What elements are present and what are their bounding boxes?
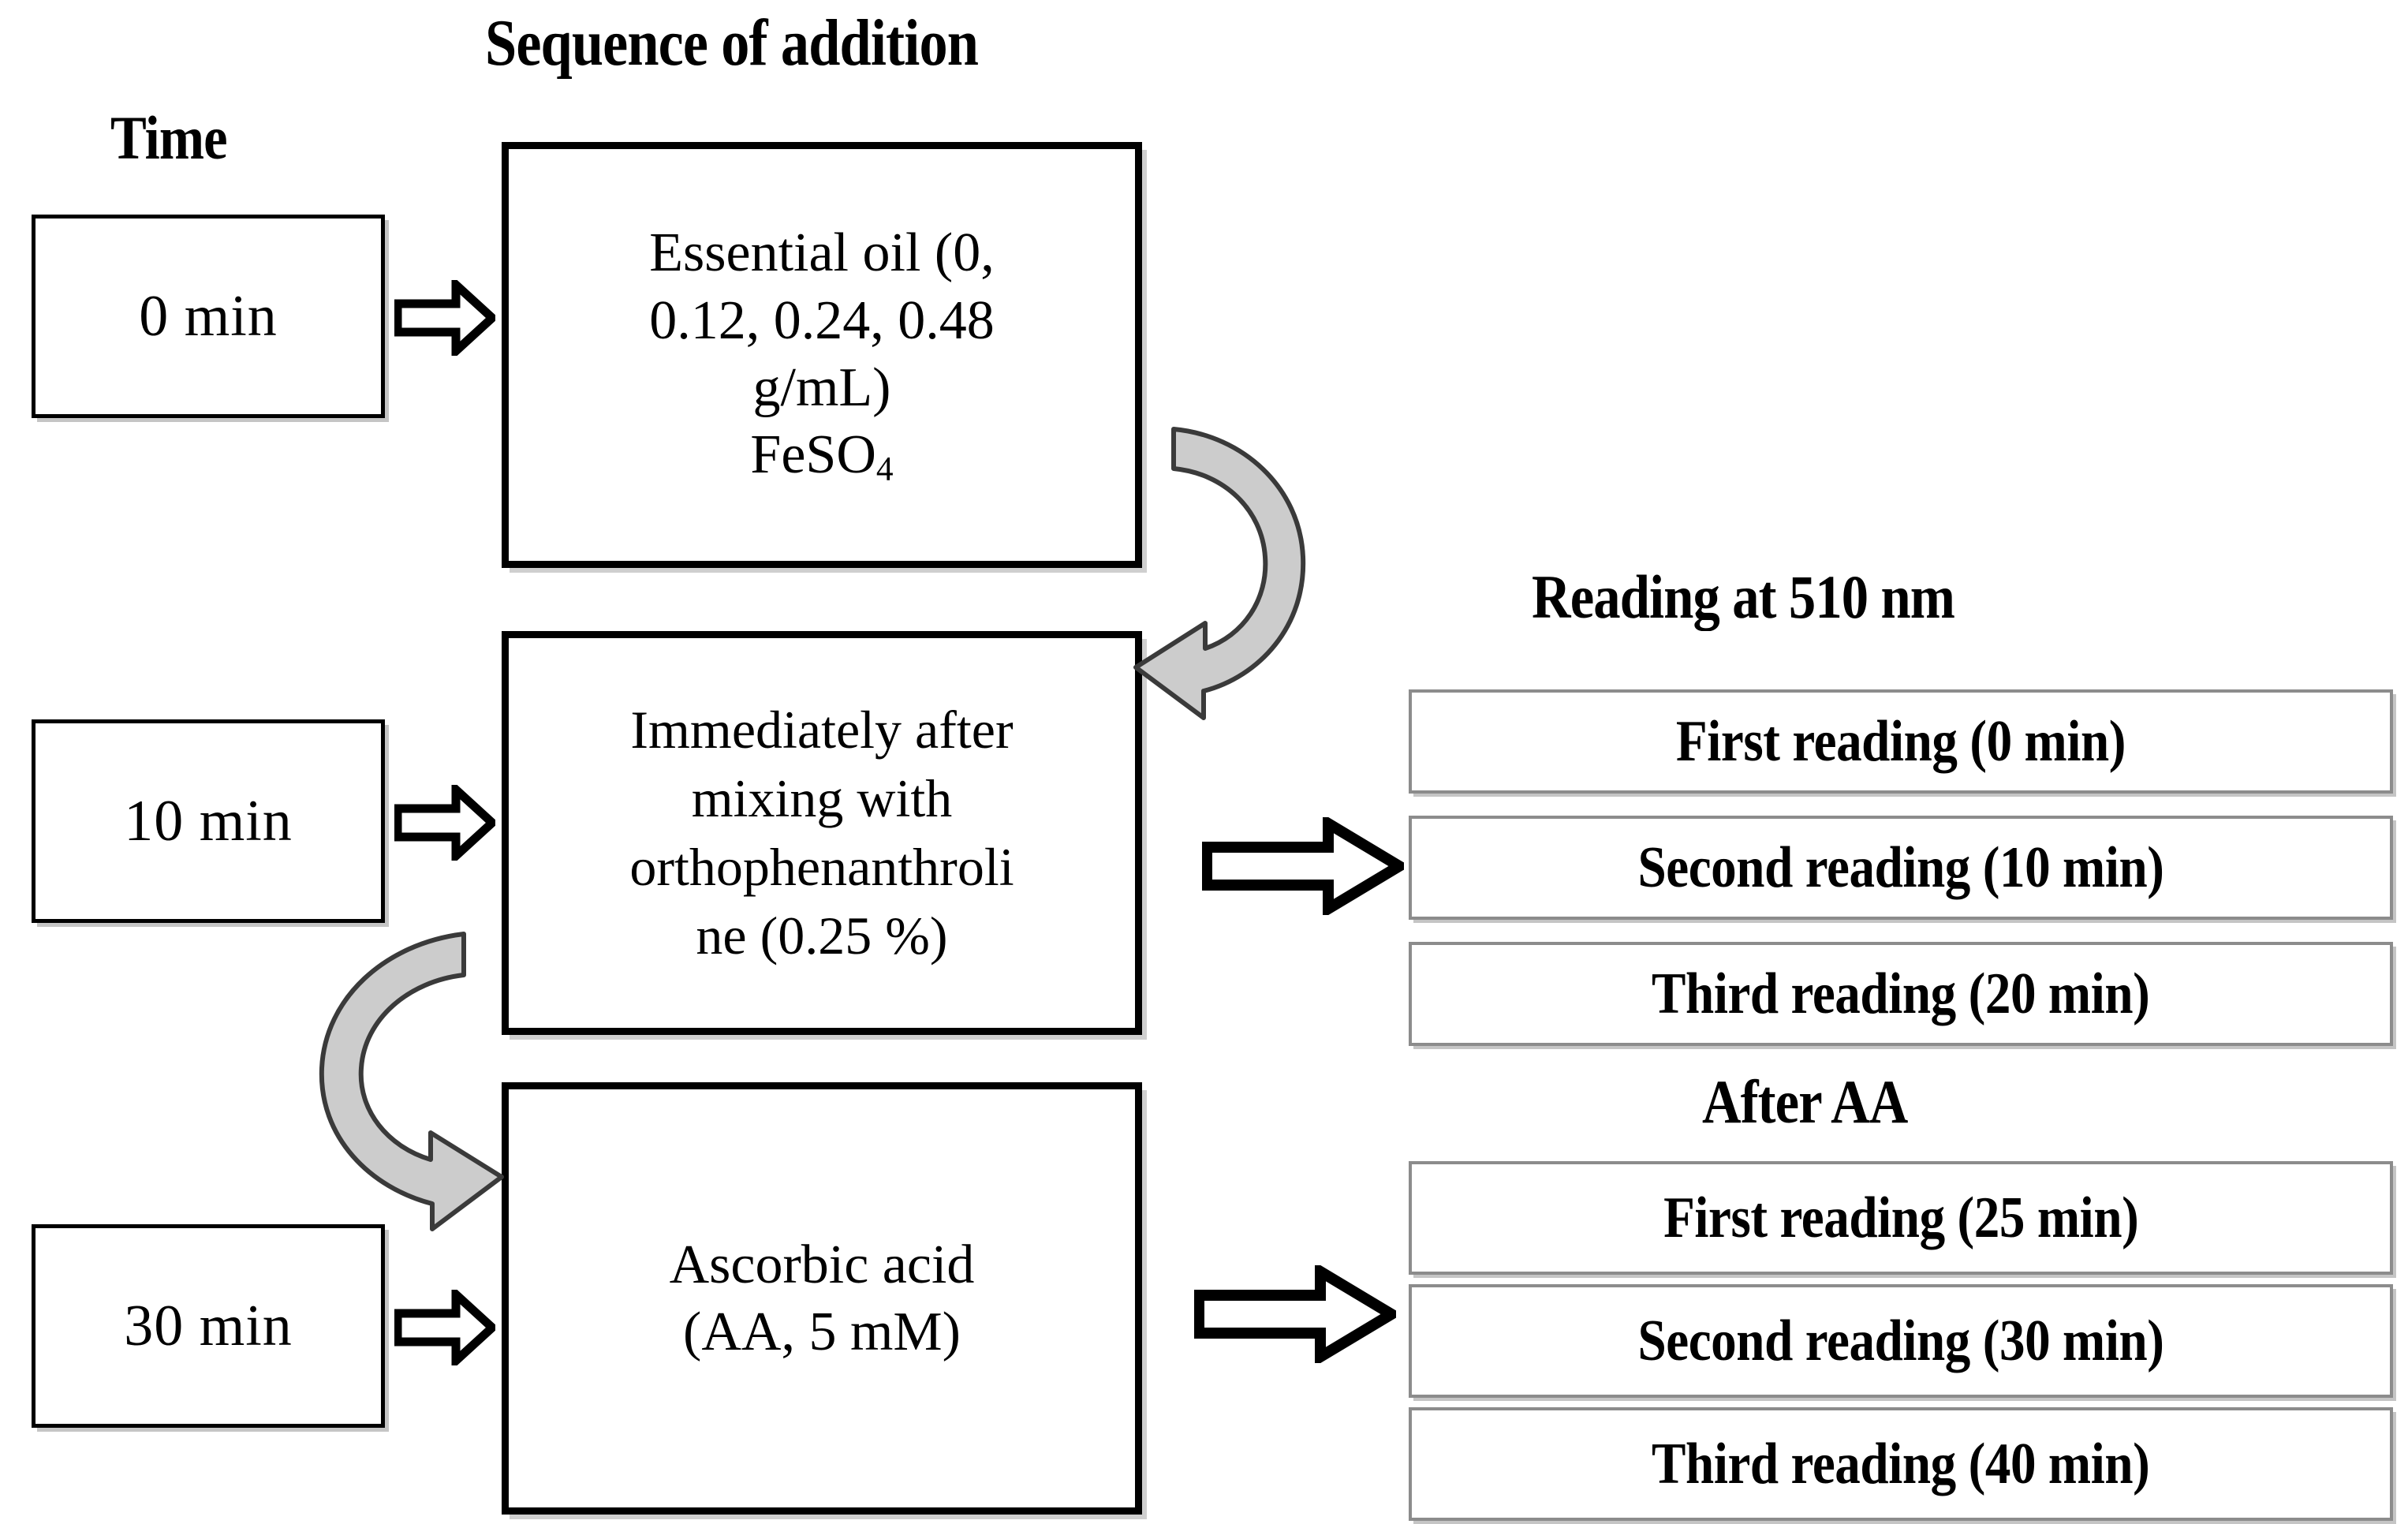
reading-label: Second reading (30 min) (1637, 1309, 2164, 1373)
right-arrow-icon (1201, 813, 1410, 919)
process-box-text: Immediately after mixing with orthophena… (629, 696, 1014, 970)
reading-label: Second reading (10 min) (1637, 835, 2164, 900)
time-column-label: Time (110, 103, 228, 172)
time-box-label: 10 min (124, 789, 293, 854)
reading-box-second-10min: Second reading (10 min) (1409, 816, 2393, 920)
after-aa-heading: After AA (1702, 1067, 1908, 1136)
formula-subscript: 4 (875, 450, 894, 488)
process-box-essential-oil: Essential oil (0, 0.12, 0.24, 0.48 g/mL)… (502, 142, 1142, 568)
reading-label: Third reading (20 min) (1652, 962, 2150, 1026)
process-line: mixing with (691, 768, 953, 828)
process-line: ne (0.25 %) (696, 906, 948, 966)
reading-box-second-30min: Second reading (30 min) (1409, 1284, 2393, 1398)
reading-column-heading: Reading at 510 nm (1532, 562, 1955, 631)
process-box-orthophenanthroline: Immediately after mixing with orthophena… (502, 631, 1142, 1035)
time-box-10min: 10 min (32, 719, 385, 923)
reading-label: First reading (0 min) (1675, 709, 2126, 774)
process-line: Ascorbic acid (669, 1234, 975, 1295)
process-line-formula: FeSO4 (649, 421, 995, 491)
reading-label: First reading (25 min) (1663, 1186, 2139, 1250)
reading-box-first-0min: First reading (0 min) (1409, 689, 2393, 794)
process-line: Essential oil (0, (649, 222, 995, 284)
process-line: orthophenanthroli (629, 837, 1014, 897)
process-box-ascorbic-acid: Ascorbic acid (AA, 5 mM) (502, 1082, 1142, 1515)
time-box-label: 0 min (139, 284, 278, 349)
time-box-0min: 0 min (32, 215, 385, 418)
reading-box-third-40min: Third reading (40 min) (1409, 1407, 2393, 1521)
right-arrow-icon (1193, 1261, 1402, 1367)
process-line: Immediately after (630, 699, 1014, 760)
page-title: Sequence of addition (485, 6, 979, 80)
formula-base: FeSO (750, 424, 876, 486)
curved-arrow-down-left-icon (1104, 402, 1341, 734)
process-line: 0.12, 0.24, 0.48 (649, 289, 995, 351)
process-line: (AA, 5 mM) (683, 1302, 961, 1362)
process-box-text: Essential oil (0, 0.12, 0.24, 0.48 g/mL)… (649, 219, 995, 491)
time-box-30min: 30 min (32, 1224, 385, 1428)
right-arrow-icon (393, 275, 499, 361)
process-box-text: Ascorbic acid (AA, 5 mM) (670, 1231, 975, 1366)
time-box-label: 30 min (124, 1294, 293, 1358)
right-arrow-icon (393, 1284, 499, 1371)
right-arrow-icon (393, 779, 499, 866)
reading-box-third-20min: Third reading (20 min) (1409, 942, 2393, 1046)
reading-box-first-25min: First reading (25 min) (1409, 1161, 2393, 1275)
curved-arrow-down-right-icon (265, 899, 533, 1238)
process-line: g/mL) (752, 357, 891, 418)
reading-label: Third reading (40 min) (1652, 1432, 2150, 1496)
